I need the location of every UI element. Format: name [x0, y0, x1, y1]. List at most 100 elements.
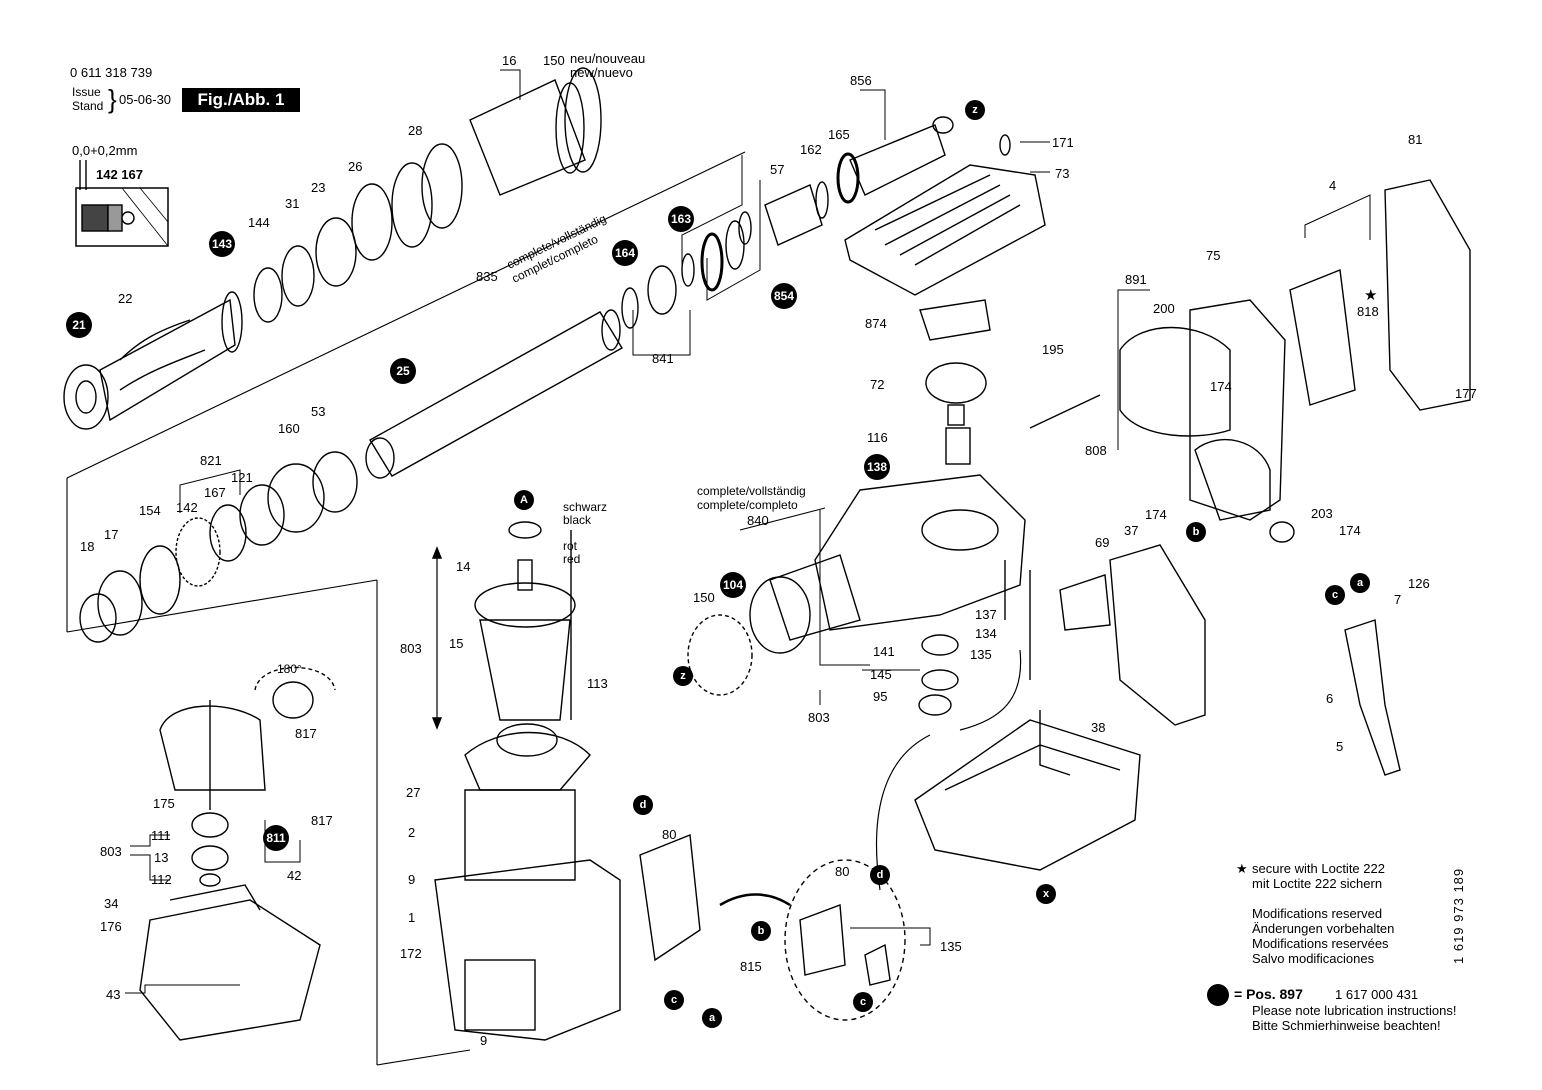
- badge-b: b: [1186, 522, 1206, 542]
- part-label: 803: [100, 844, 122, 859]
- motor-assembly: [431, 521, 621, 1041]
- section-divider-lines: [66, 151, 746, 1066]
- issue-date: 05-06-30: [119, 92, 172, 107]
- part-label: 835: [476, 269, 498, 284]
- part-label: 116: [867, 430, 888, 445]
- complete-label-2a: complete/vollständig: [697, 484, 806, 498]
- badge-163: 163: [668, 206, 694, 232]
- part-label: 821: [200, 453, 222, 468]
- pos-label: = Pos. 897: [1234, 986, 1303, 1002]
- badge-c: c: [664, 990, 684, 1010]
- badge-25: 25: [390, 358, 416, 384]
- badge-d: d: [633, 795, 653, 815]
- part-label: 111: [151, 828, 171, 843]
- part-label: 803: [808, 710, 830, 725]
- part-label: 177: [1455, 386, 1477, 401]
- black-label: black: [563, 513, 592, 527]
- badge-811: 811: [263, 825, 289, 851]
- tolerance-label: 0,0+0,2mm: [72, 143, 138, 158]
- part-label: 174: [1210, 379, 1232, 394]
- brace: }: [108, 84, 117, 114]
- loctite-note-2: mit Loctite 222 sichern: [1252, 876, 1383, 891]
- part-label: 141: [873, 644, 895, 659]
- part-label: 9: [480, 1033, 488, 1048]
- document-number: 1 619 973 189: [1451, 867, 1466, 964]
- loctite-star: ★: [1236, 861, 1248, 876]
- rot-label: rot: [563, 539, 578, 553]
- part-label: 34: [104, 896, 119, 911]
- modifications-note-3: Modifications reservées: [1252, 936, 1389, 951]
- housing-cover: [844, 134, 1046, 296]
- lubrication-note-1: Please note lubrication instructions!: [1252, 1003, 1457, 1018]
- part-label: 203: [1311, 506, 1333, 521]
- part-label: 81: [1408, 132, 1423, 147]
- part-label: 200: [1153, 301, 1175, 316]
- badge-143: 143: [209, 231, 235, 257]
- part-label: 17: [104, 527, 119, 542]
- part-label: 37: [1124, 523, 1139, 538]
- part-label: 150: [543, 53, 565, 68]
- part-label: 135: [940, 939, 962, 954]
- part-label: 171: [1052, 135, 1074, 150]
- part-label: 43: [106, 987, 121, 1002]
- part-label: 13: [154, 850, 169, 865]
- leader-lines: [125, 69, 1371, 994]
- lubrication-bullet-icon: [1207, 984, 1229, 1006]
- part-label: 31: [285, 196, 300, 211]
- pos-number: 1 617 000 431: [1335, 987, 1419, 1002]
- part-label: 4: [1329, 178, 1337, 193]
- part-label: 113: [587, 676, 608, 691]
- part-label: 7: [1394, 592, 1402, 607]
- badge-A: A: [514, 490, 534, 510]
- part-label: 174: [1145, 507, 1167, 522]
- part-label: 73: [1055, 166, 1070, 181]
- part-label: 165: [828, 127, 850, 142]
- red-label: red: [563, 552, 581, 566]
- part-label: 815: [740, 959, 762, 974]
- part-label: 162: [800, 142, 822, 157]
- part-label: 126: [1408, 576, 1430, 591]
- part-label: 5: [1336, 739, 1344, 754]
- part-label: 856: [850, 73, 872, 88]
- part-label: 23: [311, 180, 326, 195]
- loctite-star-marker: ★: [1364, 287, 1378, 304]
- figure-label: Fig./Abb. 1: [182, 88, 300, 112]
- chuck-assembly: [63, 67, 602, 430]
- badge-21: 21: [66, 312, 92, 338]
- part-label: 137: [975, 607, 997, 622]
- part-label: 150: [693, 590, 715, 605]
- part-label: 69: [1095, 535, 1110, 550]
- modifications-note-1: Modifications reserved: [1252, 906, 1383, 921]
- part-label: 145: [870, 667, 892, 682]
- badge-854: 854: [771, 283, 797, 309]
- badge-x: x: [1036, 884, 1056, 904]
- modifications-note-4: Salvo modificaciones: [1252, 951, 1375, 966]
- part-label: 28: [408, 123, 423, 138]
- badge-c: c: [1325, 585, 1345, 605]
- tolerance-parts: 142 167: [96, 167, 143, 182]
- part-label: 57: [770, 162, 785, 177]
- part-label: 9: [408, 872, 416, 887]
- part-label: 18: [80, 539, 95, 554]
- part-label: 134: [975, 626, 997, 641]
- part-label: 53: [311, 404, 326, 419]
- brush-holder-assembly: [139, 666, 336, 1041]
- part-label: 840: [747, 513, 769, 528]
- part-label: 154: [139, 503, 161, 518]
- part-label: 172: [400, 946, 422, 961]
- lubrication-note-2: Bitte Schmierhinweise beachten!: [1252, 1018, 1441, 1033]
- part-label: 808: [1085, 443, 1107, 458]
- part-label: 174: [1339, 523, 1361, 538]
- part-label: 160: [278, 421, 300, 436]
- complete-label-2b: complete/completo: [697, 498, 798, 512]
- badge-z: z: [673, 666, 693, 686]
- loctite-note-1: secure with Loctite 222: [1252, 861, 1385, 876]
- switch-assembly: [639, 649, 1022, 1021]
- part-label: 42: [287, 868, 302, 883]
- part-label: 95: [873, 689, 888, 704]
- part-label: 167: [204, 485, 226, 500]
- schwarz-label: schwarz: [563, 500, 608, 514]
- bottom-cover: [914, 710, 1141, 871]
- part-label: 75: [1206, 248, 1221, 263]
